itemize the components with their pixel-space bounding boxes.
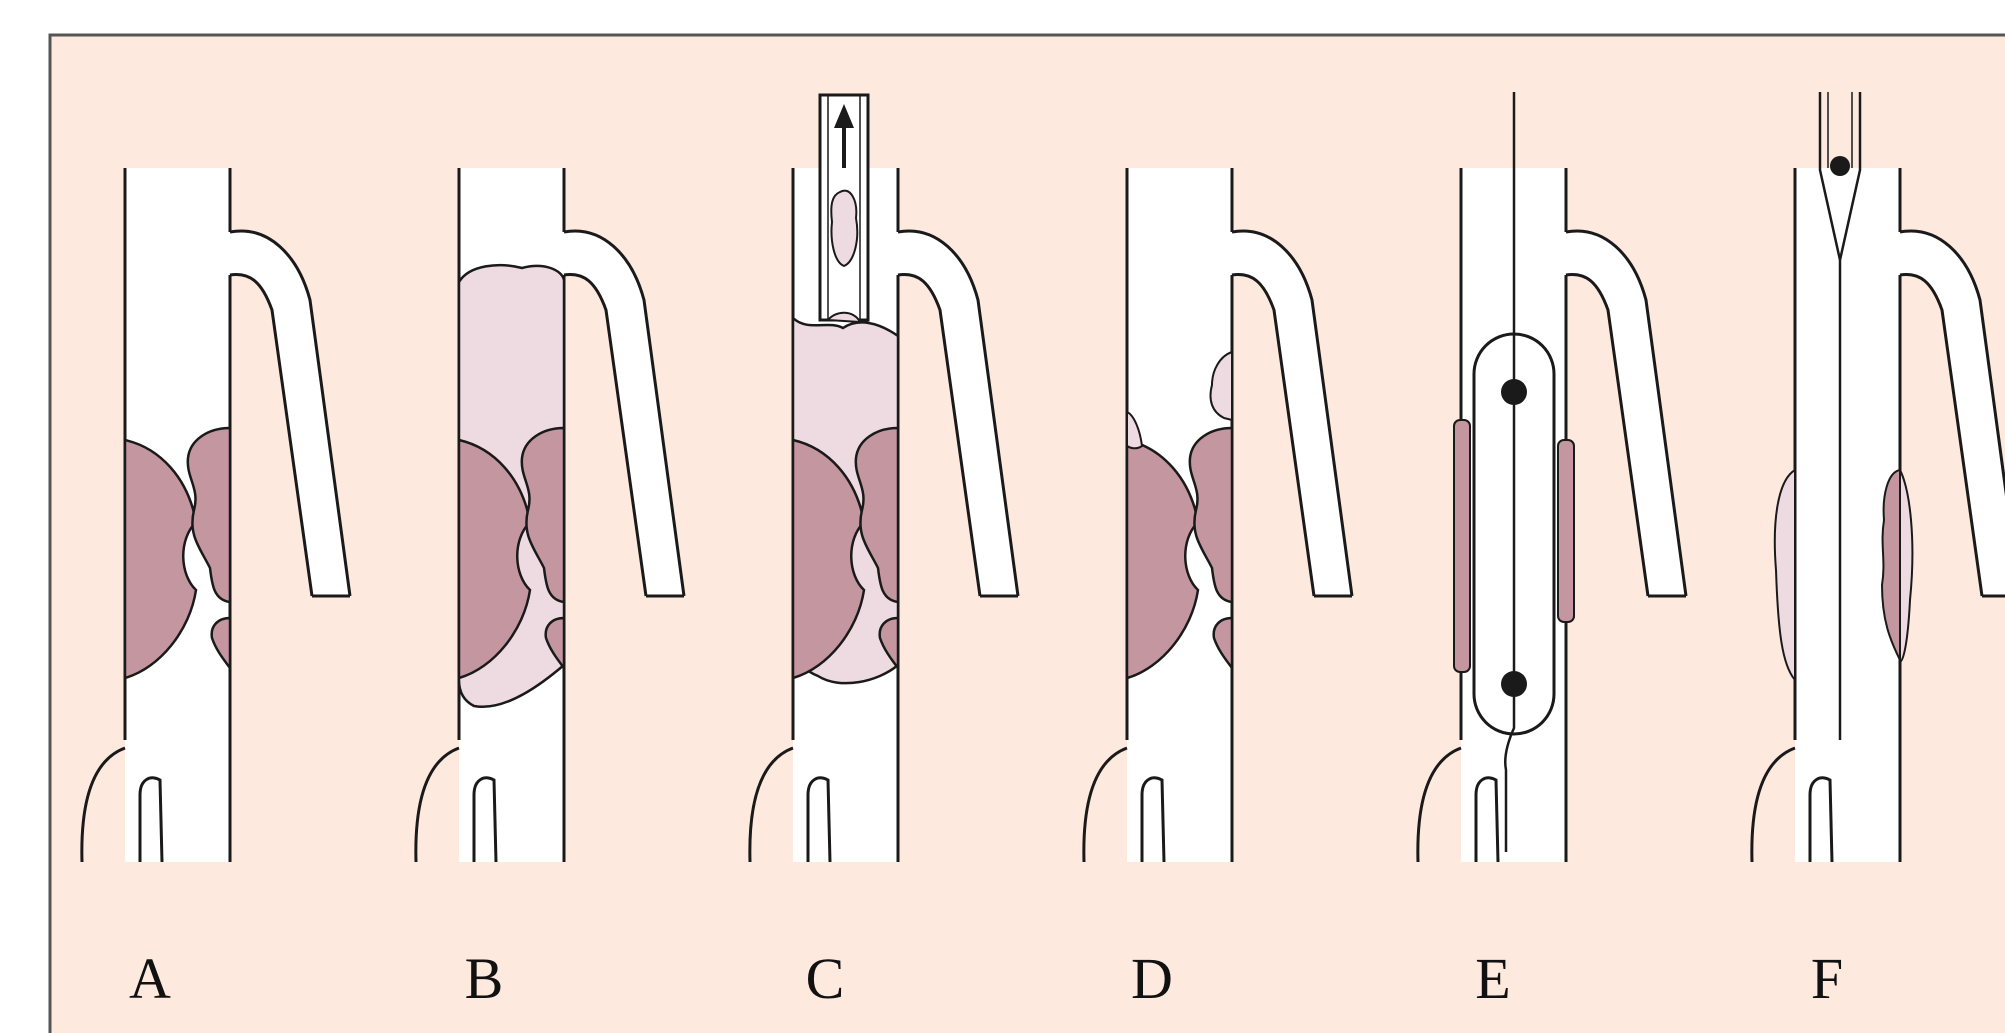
panel-label-f: F [1811,946,1843,1011]
panel-label-b: B [465,946,504,1011]
marker-proximal [1501,379,1527,405]
panel-label-d: D [1131,946,1173,1011]
stent-strut-right [1558,440,1574,622]
stent-strut-left [1454,420,1470,672]
aspirated-clot [831,191,857,266]
panel-label-c: C [806,946,845,1011]
panel-label-a: A [129,946,171,1011]
marker-distal [1501,671,1527,697]
marker [1830,156,1850,176]
panel-label-e: E [1475,946,1510,1011]
panel-background [50,35,2005,1033]
